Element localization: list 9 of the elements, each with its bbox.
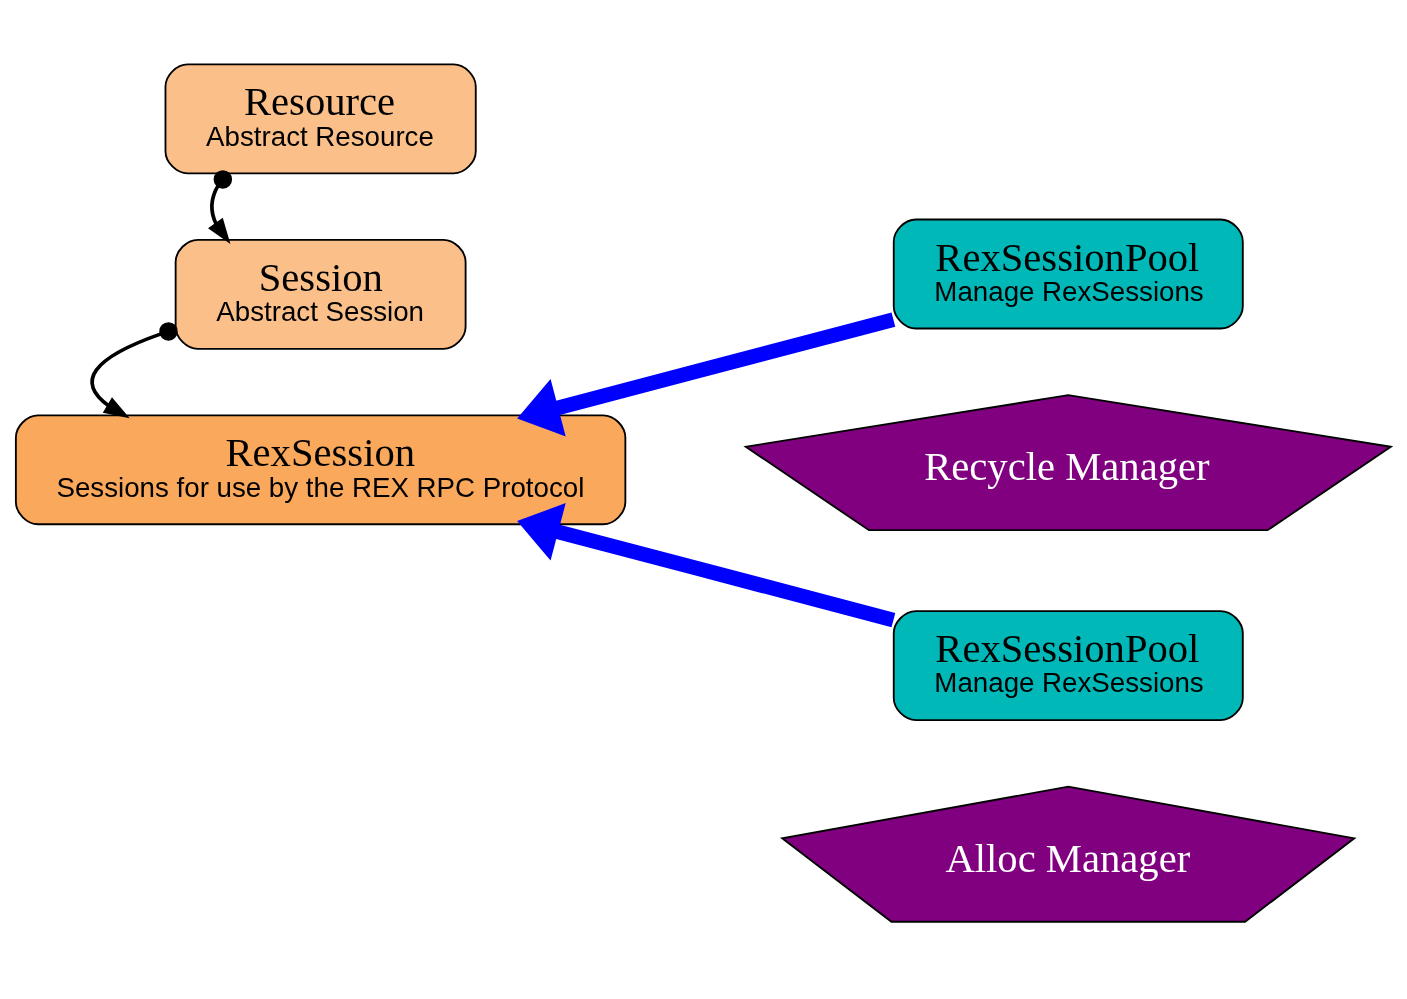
arrow	[90, 321, 178, 418]
arrow	[208, 169, 233, 244]
arrow	[517, 502, 896, 627]
node-box: Resource Abstract Resource	[164, 62, 477, 174]
node-box: RexSessionPool Manage RexSessions	[892, 218, 1244, 329]
node-box: RexSessionPool Manage RexSessions	[892, 609, 1244, 721]
node-box: RexSession Sessions for use by the REX RPC Protocol	[14, 413, 627, 525]
arrow	[517, 311, 896, 436]
node-box: Session Abstract Session	[174, 238, 467, 350]
